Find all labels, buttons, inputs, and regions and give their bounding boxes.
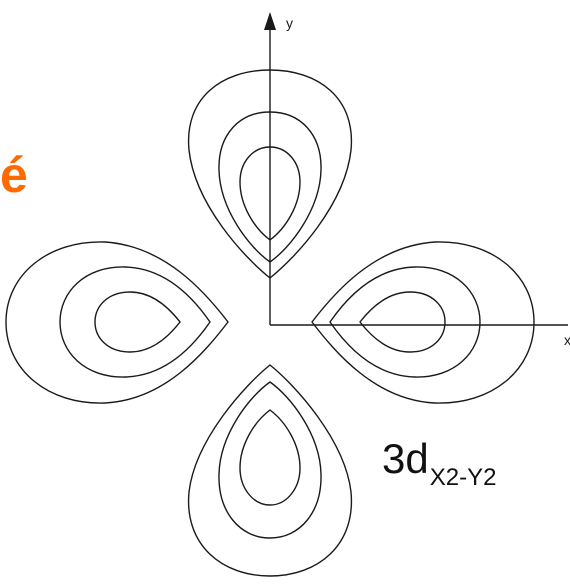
lobe-top-inner-contour — [239, 146, 301, 241]
lobe-right — [311, 241, 535, 404]
lobe-left-middle-contour — [59, 266, 211, 378]
lobe-top — [187, 69, 353, 279]
lobe-right-inner-contour — [359, 291, 446, 353]
lobe-left — [5, 241, 229, 404]
lobe-right-outer-contour — [311, 241, 535, 404]
lobe-right-middle-contour — [329, 266, 481, 378]
y-axis-arrowhead — [264, 12, 276, 30]
lobe-bottom-outer-contour — [187, 364, 353, 577]
lobe-bottom-inner-contour — [239, 409, 301, 506]
orbital-label: 3dX2-Y2 — [382, 435, 496, 490]
orbital-label-main: 3d — [382, 435, 429, 482]
x-axis-label: x — [564, 332, 570, 348]
partial-heading-text: é — [0, 147, 28, 203]
lobe-left-inner-contour — [94, 291, 181, 353]
y-axis-label: y — [286, 15, 293, 31]
lobe-top-outer-contour — [187, 69, 353, 279]
lobe-bottom-middle-contour — [218, 381, 322, 539]
lobe-bottom — [187, 364, 353, 577]
orbital-label-subscript: X2-Y2 — [429, 464, 497, 491]
lobe-top-middle-contour — [218, 111, 322, 263]
lobe-left-outer-contour — [5, 241, 229, 404]
